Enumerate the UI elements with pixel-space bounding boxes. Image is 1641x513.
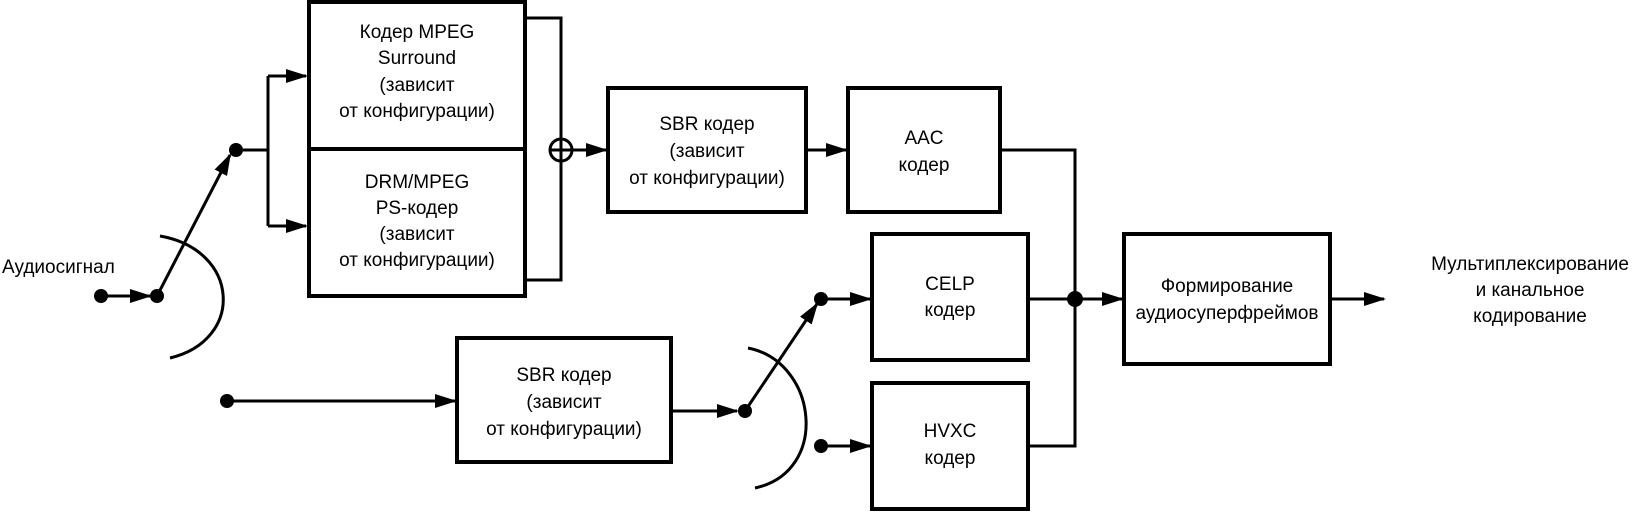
- block-label: (зависит: [379, 224, 454, 245]
- block-label: Кодер MPEG: [360, 22, 475, 43]
- hvxc-encoder-block: HVXC кодер: [870, 381, 1030, 511]
- summing-junction-icon: [548, 137, 574, 163]
- block-label: кодер: [899, 155, 950, 176]
- block-label: Формирование: [1161, 276, 1294, 297]
- block-label: (зависит: [669, 141, 744, 162]
- block-label: PS-кодер: [376, 198, 459, 219]
- block-label: DRM/MPEG: [365, 172, 470, 193]
- block-label: от конфигурации): [339, 250, 495, 271]
- output-label-line: и канальное: [1476, 280, 1585, 301]
- mpeg-surround-encoder-block: Кодер MPEG Surround (зависит от конфигур…: [307, 0, 527, 151]
- block-label: от конфигурации): [629, 168, 785, 189]
- block-label: Surround: [378, 48, 456, 69]
- block-label: (зависит: [526, 392, 601, 413]
- output-label: Мультиплексирование и канальное кодирова…: [1431, 254, 1629, 327]
- switch-arc: [159, 234, 225, 360]
- output-label-line: Мультиплексирование: [1431, 254, 1629, 275]
- block-label: от конфигурации): [486, 419, 642, 440]
- aac-encoder-block: AAC кодер: [846, 86, 1002, 214]
- block-label: HVXC: [924, 421, 977, 442]
- codec-switch: [671, 292, 872, 490]
- drm-ps-encoder-block: DRM/MPEG PS-кодер (зависит от конфигурац…: [307, 147, 527, 298]
- block-label: AAC: [904, 128, 943, 149]
- sbr-encoder-top-block: SBR кодер (зависит от конфигурации): [606, 86, 808, 214]
- block-label: SBR кодер: [659, 114, 754, 135]
- block-label: кодер: [925, 448, 976, 469]
- output-label-line: кодирование: [1473, 306, 1587, 327]
- switch-contact-dot: [229, 143, 243, 157]
- celp-encoder-block: CELP кодер: [870, 232, 1030, 362]
- block-label: CELP: [925, 274, 975, 295]
- block-label: (зависит: [379, 75, 454, 96]
- block-label: кодер: [925, 300, 976, 321]
- superframe-formation-block: Формирование аудиосуперфреймов: [1122, 232, 1332, 366]
- input-switch: Аудиосигнал: [2, 143, 243, 360]
- block-label: SBR кодер: [516, 365, 611, 386]
- switch-arm: [155, 153, 232, 297]
- switch-arm: [743, 302, 819, 412]
- block-label: аудиосуперфреймов: [1135, 303, 1318, 324]
- switch-arc: [747, 346, 808, 490]
- input-label: Аудиосигнал: [2, 257, 115, 278]
- sbr-encoder-bottom-block: SBR кодер (зависит от конфигурации): [455, 336, 673, 464]
- block-label: от конфигурации): [339, 101, 495, 122]
